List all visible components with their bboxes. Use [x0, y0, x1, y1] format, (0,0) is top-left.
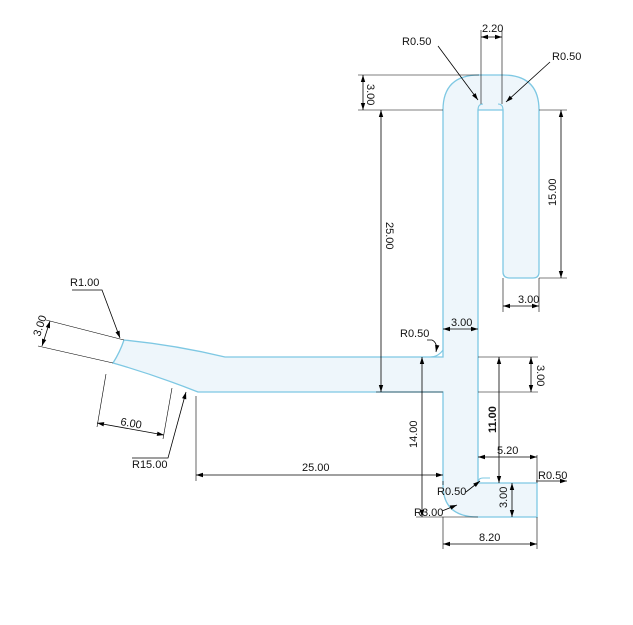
dim-inner-radius-label: R0.50 [400, 328, 429, 340]
arrowhead [196, 472, 203, 478]
arrowhead [472, 93, 478, 100]
dim-foot-inner-width-label: 5.20 [497, 445, 518, 457]
dim-top-radius-right-leader [505, 61, 551, 103]
arrowhead [419, 510, 425, 517]
arrowhead [115, 330, 120, 338]
arrowhead [435, 344, 440, 352]
arrowhead [509, 483, 515, 490]
dim-top-height-label: 3.00 [364, 84, 376, 105]
arrowhead [471, 326, 478, 332]
dim-left-length-label: 6.00 [119, 416, 142, 432]
dim-inner-radius-leader [427, 339, 437, 353]
dim-lower-height-label: 14.00 [408, 420, 420, 448]
arrowhead [378, 110, 384, 117]
arrowhead [360, 75, 366, 82]
arrowheads [42, 34, 567, 547]
dim-left-length-ext-right [162, 387, 173, 440]
arrowhead [443, 541, 450, 547]
arrowhead [97, 422, 105, 427]
arrowhead [478, 454, 485, 460]
arrowhead [560, 478, 567, 484]
arrowhead [360, 103, 366, 110]
dim-bend-radius-label: R15.00 [132, 459, 167, 471]
dim-left-length-line [96, 422, 165, 436]
arrowhead [419, 357, 425, 364]
dim-left-radius-label: R1.00 [70, 277, 99, 289]
dim-arm-length-label: 25.00 [302, 462, 330, 474]
dim-left-thickness-ext-bottom [37, 345, 114, 364]
arrowhead [182, 392, 187, 400]
arrowhead [528, 357, 534, 364]
dim-top-width-label: 2.20 [482, 23, 503, 35]
dim-middle-height-label: 11.00 [487, 406, 499, 433]
bracket-part [111, 74, 540, 518]
arrowhead [532, 303, 539, 309]
arrowhead [443, 326, 450, 332]
arrowhead [156, 431, 164, 436]
dim-foot-outer-radius-label: R3.00 [414, 507, 443, 519]
dim-right-leg-label: 15.00 [547, 178, 559, 206]
arrowhead [481, 34, 488, 40]
dim-top-radius-left-label: R0.50 [402, 36, 431, 48]
arrowhead [530, 541, 537, 547]
arrowhead [558, 110, 564, 117]
arrowhead [528, 385, 534, 392]
arrowhead [506, 95, 513, 102]
arrowhead [495, 34, 502, 40]
arrowhead [496, 357, 502, 364]
inner-edge-top-right [497, 103, 504, 111]
inner-edge-foot [477, 477, 490, 484]
arrowhead [42, 338, 47, 346]
arrowhead [558, 271, 564, 278]
dim-arm-thickness-label: 3.00 [534, 365, 546, 386]
dim-foot-inner-radius-label: R0.50 [437, 486, 466, 498]
inner-edge-top-left [477, 103, 484, 111]
dim-foot-height-label: 3.00 [498, 487, 510, 508]
inner-edge-corner [429, 349, 444, 358]
arrowhead [45, 321, 50, 329]
arrowhead [509, 510, 515, 517]
dim-bend-radius-leader [132, 391, 187, 459]
arrowhead [378, 385, 384, 392]
arrowhead [473, 481, 480, 488]
dim-left-thickness-ext-top [45, 319, 125, 341]
arrowhead [503, 303, 510, 309]
dim-left-radius-leader [72, 289, 121, 339]
arrowhead [530, 454, 537, 460]
dim-top-radius-left-leader [437, 45, 479, 101]
arrowhead [449, 505, 457, 510]
arrowhead [436, 472, 443, 478]
dim-left-length-ext-left [96, 373, 107, 428]
dim-foot-width-label: 8.20 [479, 532, 500, 544]
dim-stem-width-label: 3.00 [451, 317, 472, 329]
arrowhead [496, 476, 502, 483]
bracket-outline [111, 74, 540, 518]
dim-tall-height-label: 25.00 [383, 222, 395, 250]
dim-right-leg-width-label: 3.00 [518, 294, 539, 306]
dim-top-radius-right-label: R0.50 [552, 51, 581, 63]
